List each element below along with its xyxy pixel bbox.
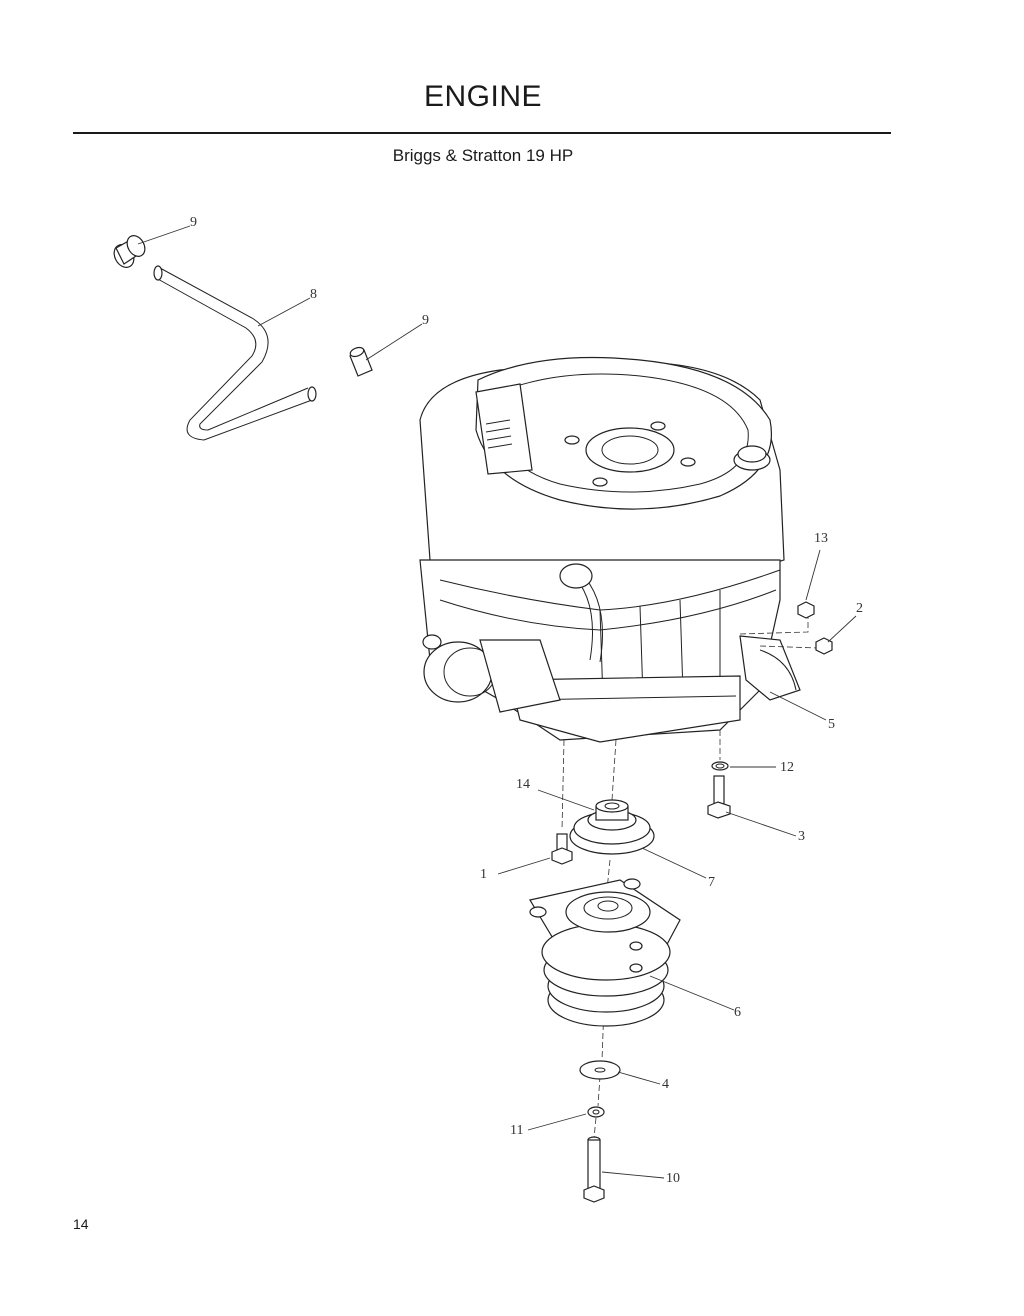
callout-1: 1 xyxy=(480,867,487,882)
callout-11: 11 xyxy=(510,1123,523,1138)
washer-4-part xyxy=(579,1060,621,1080)
pulley-7-part xyxy=(569,799,655,855)
hose-clamp-part xyxy=(113,235,146,268)
callout-13: 13 xyxy=(814,531,828,546)
callout-4: 4 xyxy=(662,1077,669,1092)
callout-5: 5 xyxy=(828,717,835,732)
callout-2: 2 xyxy=(856,601,863,616)
page-number: 14 xyxy=(73,1216,89,1232)
bolt-1-part xyxy=(551,833,573,865)
fitting-part xyxy=(349,346,373,377)
callout-12: 12 xyxy=(780,760,794,775)
page-title: ENGINE xyxy=(423,80,543,113)
bolt-10-part xyxy=(583,1136,605,1203)
callout-14: 14 xyxy=(516,777,530,792)
page-subtitle: Briggs & Stratton 19 HP xyxy=(392,146,574,165)
callout-7: 7 xyxy=(708,875,715,890)
callout-9b: 9 xyxy=(422,313,429,328)
nut-13-part xyxy=(797,601,815,619)
callout-9a: 9 xyxy=(190,215,197,230)
fuel-hose-part xyxy=(153,265,317,441)
callout-8: 8 xyxy=(310,287,317,302)
lock-washer-11-part xyxy=(587,1106,605,1118)
lock-washer-12-part xyxy=(711,761,729,771)
bolt-3-part xyxy=(707,775,731,819)
callout-10: 10 xyxy=(666,1171,680,1186)
engine-assembly xyxy=(419,356,819,743)
callout-6: 6 xyxy=(734,1005,741,1020)
pto-clutch-6-part xyxy=(529,878,681,1027)
callout-3: 3 xyxy=(798,829,805,844)
title-rule xyxy=(73,132,891,134)
